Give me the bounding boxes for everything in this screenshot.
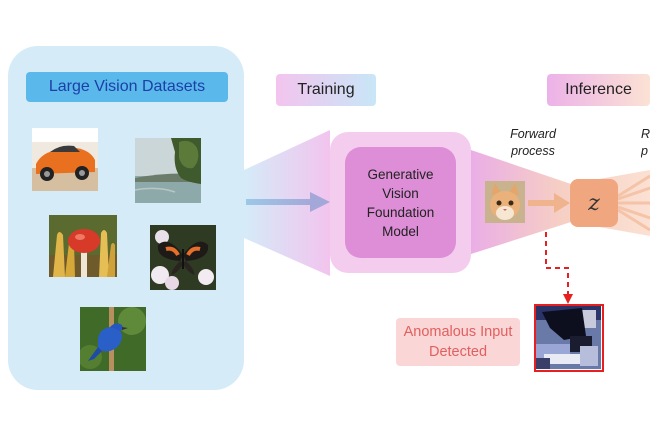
model-label: Generative Vision Foundation Model	[366, 166, 435, 239]
forward-arrow	[528, 193, 570, 213]
car-photo	[32, 128, 98, 191]
reverse-process-label: R p	[641, 127, 650, 158]
anomaly-label-box: Anomalous Input Detected	[396, 318, 520, 366]
bird-photo	[80, 307, 146, 371]
latent-symbol: z	[588, 190, 600, 216]
training-tag: Training	[276, 74, 376, 106]
reverse-fan-rays	[618, 174, 650, 232]
latent-node: z	[570, 179, 618, 227]
dataset-title: Large Vision Datasets	[26, 72, 228, 102]
anomalous-photo	[534, 304, 604, 372]
training-label: Training	[297, 81, 355, 98]
cat-photo	[485, 181, 525, 223]
dataset-title-text: Large Vision Datasets	[48, 78, 206, 95]
model-box: Generative Vision Foundation Model	[345, 147, 456, 258]
forward-process-label: Forward process	[510, 127, 556, 158]
mushroom-photo	[49, 215, 117, 277]
inference-tag: Inference	[547, 74, 650, 106]
lake-photo	[135, 138, 201, 203]
anomaly-label: Anomalous Input Detected	[403, 324, 513, 360]
training-arrow	[246, 192, 330, 212]
detection-arrow	[545, 232, 573, 304]
butterfly-photo	[150, 225, 216, 290]
inference-label: Inference	[565, 81, 632, 98]
